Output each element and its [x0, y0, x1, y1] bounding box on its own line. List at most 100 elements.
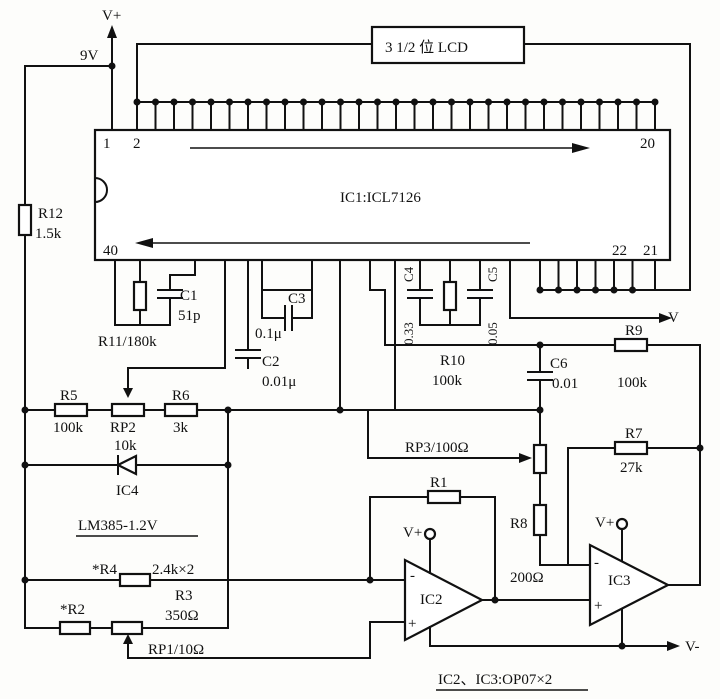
r1-wire-left [369, 496, 429, 581]
segment-junction [596, 98, 603, 106]
r1-wire-right [459, 496, 496, 601]
segment-junction [555, 286, 562, 294]
c4-name: C4 [401, 266, 416, 282]
r5-value: 100k [53, 420, 84, 436]
segment-junction [337, 98, 344, 106]
segment-junction [374, 98, 381, 106]
c5-value: 0.05 [485, 322, 500, 345]
wire [261, 289, 286, 319]
c3-name: C3 [288, 291, 306, 307]
ic4-diode [115, 454, 138, 476]
c1-value: 51p [178, 308, 201, 324]
segment-junction [466, 98, 474, 106]
r8-name: R8 [510, 516, 528, 532]
pin-1-label: 1 [103, 136, 111, 152]
c6-name: C6 [550, 356, 568, 372]
wire [291, 289, 313, 319]
wire [139, 297, 171, 326]
pin-20-label: 20 [640, 136, 655, 152]
pin-2-label: 2 [133, 136, 141, 152]
bottom-segment-pins [536, 259, 636, 294]
ic2-plus: + [408, 616, 416, 632]
ic3-plus: + [594, 598, 602, 614]
r-center-resistor [442, 280, 458, 312]
pin-21-label: 21 [643, 243, 658, 259]
junction [618, 642, 626, 650]
ic3-vplus: V+ [595, 515, 614, 531]
wire [114, 259, 141, 326]
ic3-label: IC3 [608, 573, 631, 589]
r2-resistor [58, 620, 92, 636]
r11-c1-network: C1 51p R11/180k [98, 259, 201, 350]
segment-junction [522, 98, 529, 106]
vplus-arrow [107, 25, 117, 38]
arrow-head-left [135, 238, 153, 248]
r6-resistor [163, 402, 199, 418]
ic3-minus: - [594, 555, 599, 571]
r7-value: 27k [620, 460, 643, 476]
lcd-label: 3 1/2 位 LCD [385, 39, 468, 56]
c6-value: 0.01 [552, 376, 578, 392]
rp2-potentiometer [110, 402, 146, 418]
c2-value: 0.01μ [262, 374, 296, 390]
r9-resistor [613, 337, 649, 353]
r12-value: 1.5k [35, 226, 62, 242]
segment-junction [614, 98, 622, 106]
segment-junction [503, 98, 511, 106]
pin-22-label: 22 [612, 243, 627, 259]
r1-name: R1 [430, 475, 448, 491]
segment-junction [263, 98, 270, 106]
ic2-label: IC2 [420, 592, 443, 608]
c3-c2-network: C3 0.1μ C2 0.01μ [123, 259, 313, 398]
segment-junction [244, 98, 252, 106]
wire [127, 259, 226, 393]
ic1-chip: IC1:ICL7126 1 2 20 40 22 21 [93, 128, 672, 262]
arrow-head-right [572, 143, 590, 153]
vminus-top-label: V [668, 310, 679, 326]
c5-name: C5 [485, 267, 500, 282]
c3-value: 0.1μ [255, 326, 282, 342]
segment-junction [392, 98, 400, 106]
supply-voltage: 9V [80, 48, 99, 64]
r10-wire [369, 259, 541, 346]
segment-junction [226, 98, 233, 106]
ic4-name: IC4 [116, 483, 139, 499]
segment-junction [559, 98, 566, 106]
r10-name: R10 [440, 353, 465, 369]
r3-value: 350Ω [165, 608, 199, 624]
vminus-top-wire [509, 259, 663, 319]
lcd-wire-left [136, 43, 373, 131]
segment-junction [536, 286, 544, 294]
segment-junction [355, 98, 363, 106]
vminus-wire [429, 626, 673, 647]
ic3-opamp: IC3 - + V+ R7 27k [567, 344, 704, 650]
r4-resistor [118, 572, 152, 588]
r3-name: R3 [175, 588, 193, 604]
ic3-output-wire [647, 344, 701, 586]
segment-junction [577, 98, 585, 106]
rp2-value: 10k [114, 438, 137, 454]
rp3-wiper-wire [367, 409, 523, 459]
vminus-label: V- [685, 639, 699, 655]
segment-junction [651, 98, 659, 106]
r7-wire-left [567, 447, 616, 566]
supply-rail: V+ 9V R12 1.5k [17, 8, 121, 629]
r9-name: R9 [625, 323, 643, 339]
r1-resistor [426, 489, 462, 505]
c4-c5-network: C4 0.33 C5 0.05 V [401, 259, 679, 345]
wire [127, 621, 406, 659]
ic4-reference: IC4 LM385-1.2V [21, 409, 232, 629]
ic2-triangle [403, 558, 485, 642]
vminus-top-arrow [659, 313, 672, 323]
opamp-part: IC2、IC3:OP07×2 [438, 672, 552, 688]
r9-value: 100k [617, 375, 648, 391]
c1-name: C1 [180, 288, 198, 304]
segment-junction [592, 286, 599, 294]
r4-name: *R4 [92, 562, 118, 578]
segment-junction [429, 98, 437, 106]
r6-name: R6 [172, 388, 190, 404]
r11-label: R11/180k [98, 334, 157, 350]
r6-value: 3k [173, 420, 189, 436]
rp1-label: RP1/10Ω [148, 642, 204, 658]
